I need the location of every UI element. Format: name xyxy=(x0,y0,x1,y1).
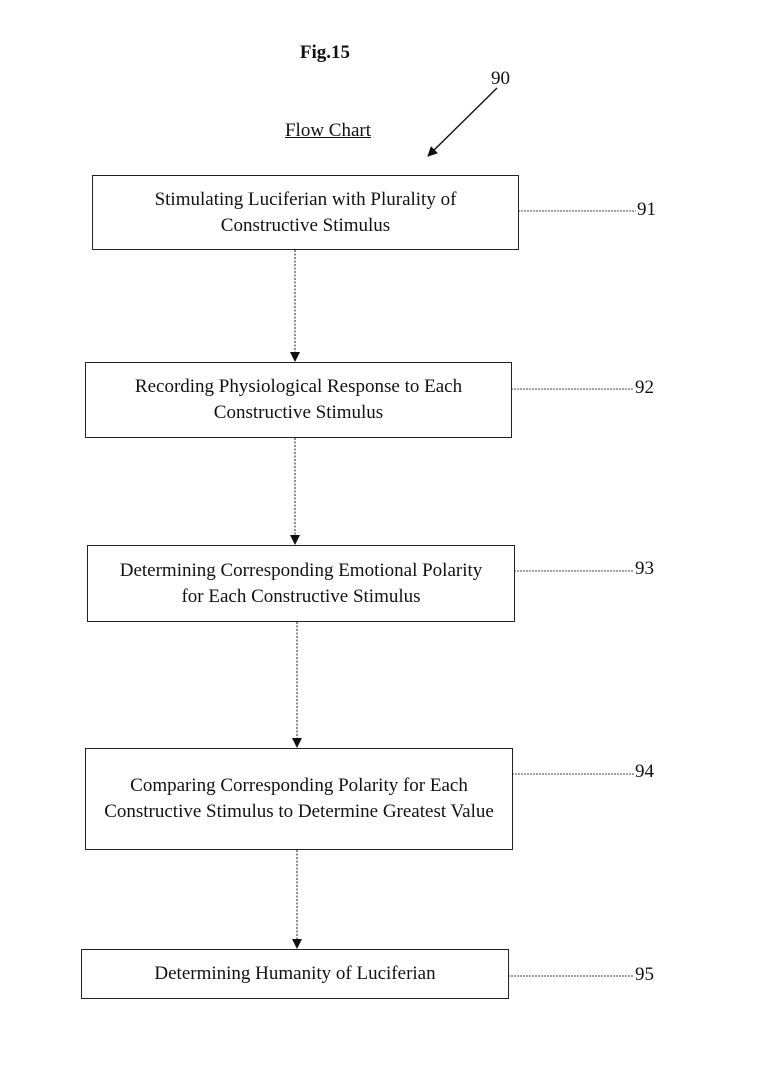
flow-step-text: Comparing Corresponding Polarity for Eac… xyxy=(104,775,494,822)
step-reference-number: 91 xyxy=(637,199,656,220)
flow-step-box-92: Recording Physiological Response to Each… xyxy=(85,362,512,438)
main-reference-number: 90 xyxy=(491,68,510,89)
step-reference-number: 95 xyxy=(635,964,654,985)
flow-step-text: Stimulating Luciferian with Plurality of… xyxy=(154,188,457,236)
step-reference-number: 92 xyxy=(635,377,654,398)
step-reference-number: 93 xyxy=(635,558,654,579)
figure-label: Fig.15 xyxy=(299,42,351,63)
flow-step-text: Determining Corresponding Emotional Pola… xyxy=(119,559,483,607)
flow-step-box-93: Determining Corresponding Emotional Pola… xyxy=(87,545,515,622)
reference-pointer-arrow xyxy=(427,87,498,157)
flow-step-box-94: Comparing Corresponding Polarity for Eac… xyxy=(85,748,513,850)
flow-step-text: Recording Physiological Response to Each… xyxy=(134,376,463,423)
chart-title: Flow Chart xyxy=(284,120,372,141)
flow-step-text: Determining Humanity of Luciferian xyxy=(154,963,436,984)
flow-step-box-91: Stimulating Luciferian with Plurality of… xyxy=(92,175,519,250)
flow-step-box-95: Determining Humanity of Luciferian xyxy=(81,949,509,999)
step-reference-number: 94 xyxy=(635,761,654,782)
